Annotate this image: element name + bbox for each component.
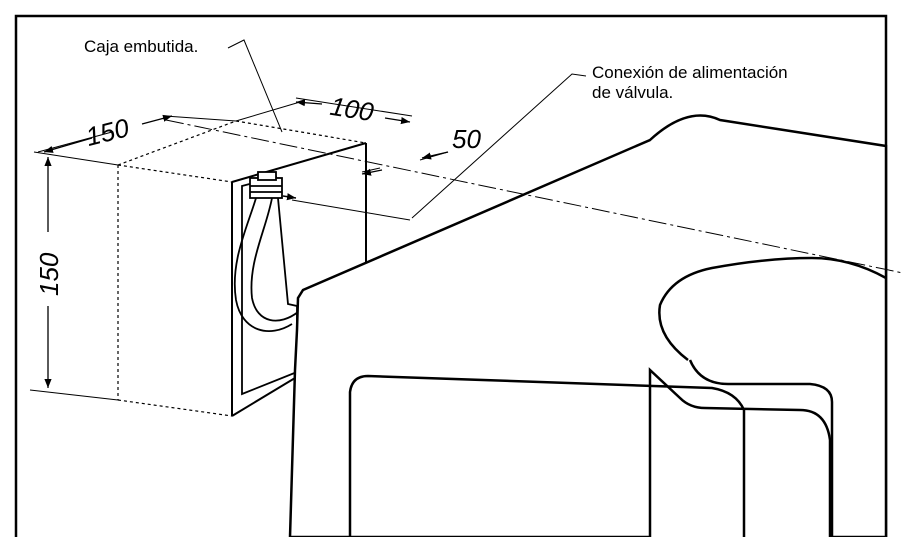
dim-arrow-width-right	[384, 117, 411, 125]
box-bottom-edge	[117, 399, 233, 417]
dim-height-value: 150	[34, 252, 64, 296]
urinal-details	[348, 256, 887, 537]
dim-arrow-width-left	[295, 99, 323, 107]
dim-arrow-depth	[43, 137, 93, 153]
box-top-back-edge	[117, 120, 367, 166]
supply-hose	[233, 171, 299, 332]
leader-lines	[227, 39, 587, 219]
centerline	[165, 119, 903, 274]
dim-arrow-offset-right	[361, 168, 383, 176]
label-recessed-box: Caja embutida.	[84, 37, 198, 56]
dim-arrow-depth-right	[141, 114, 173, 125]
dimension-arrows	[43, 99, 449, 388]
label-valve-supply-line2: de válvula.	[592, 83, 673, 102]
dim-depth-value: 150	[83, 112, 133, 152]
dim-arrow-offset-left	[421, 151, 449, 160]
recessed-box	[117, 120, 367, 417]
leader-valve-supply	[411, 73, 587, 219]
label-valve-supply-line1: Conexión de alimentación	[592, 63, 788, 82]
dim-width-value: 100	[328, 91, 376, 128]
dim-offset-value: 50	[452, 124, 481, 154]
box-front-top-dashed	[117, 164, 233, 183]
urinal-body	[288, 114, 888, 539]
box-front-face	[231, 142, 367, 417]
extension-lines	[29, 97, 449, 401]
leader-recessed-box	[227, 39, 283, 133]
